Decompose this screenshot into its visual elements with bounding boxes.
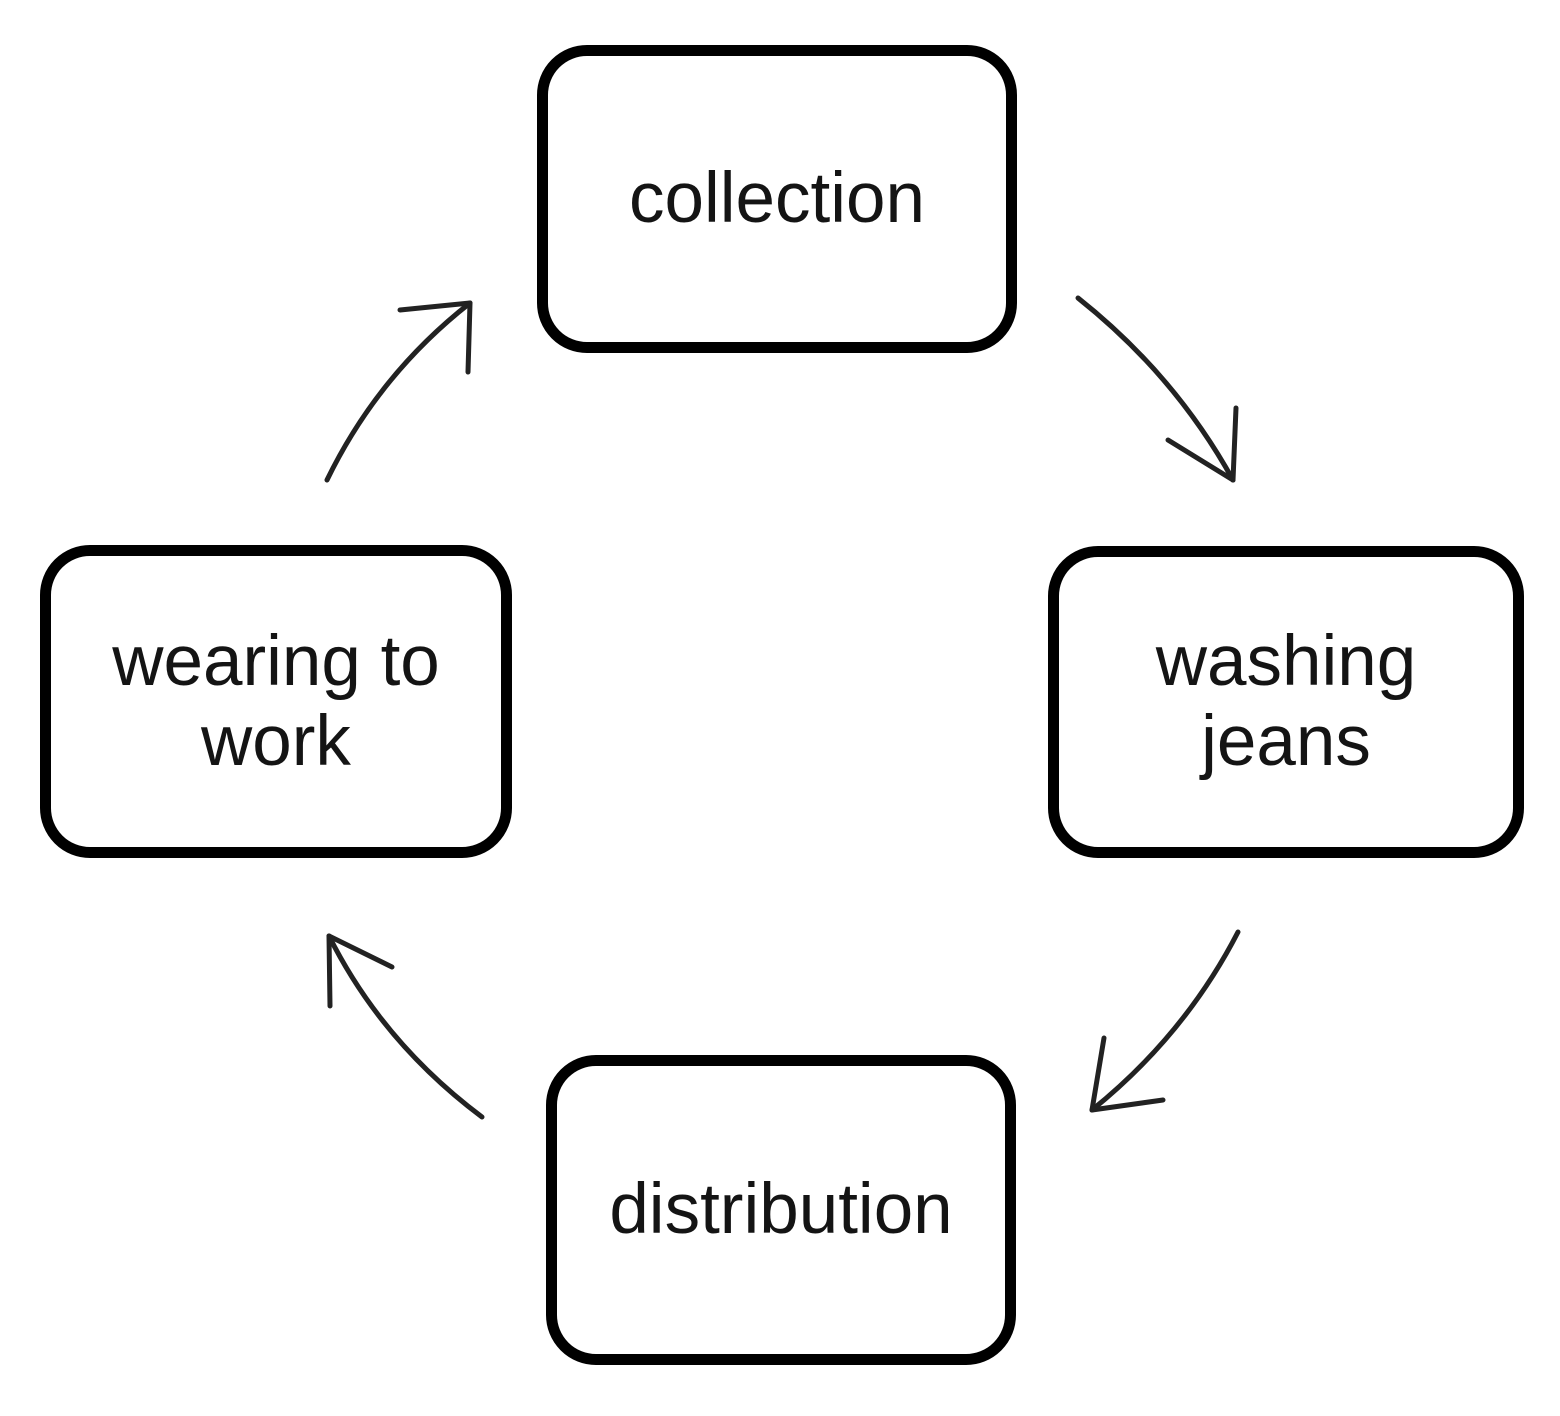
arrow-distribution-to-wearing-to-work-icon <box>326 933 485 1120</box>
node-distribution: distribution <box>546 1055 1016 1365</box>
arrow-washing-jeans-to-distribution-icon <box>1089 929 1241 1113</box>
arrow-collection-to-washing-jeans-icon <box>1075 295 1239 483</box>
node-wearing-to-work: wearing to work <box>40 545 512 858</box>
arrow-wearing-to-work-to-collection-icon <box>324 300 473 483</box>
node-collection: collection <box>537 45 1017 353</box>
node-distribution-label: distribution <box>609 1170 953 1250</box>
node-wearing-to-work-label: wearing to work <box>112 621 440 781</box>
node-washing-jeans: washing jeans <box>1048 546 1524 858</box>
node-collection-label: collection <box>629 159 925 239</box>
node-washing-jeans-label: washing jeans <box>1155 622 1417 781</box>
